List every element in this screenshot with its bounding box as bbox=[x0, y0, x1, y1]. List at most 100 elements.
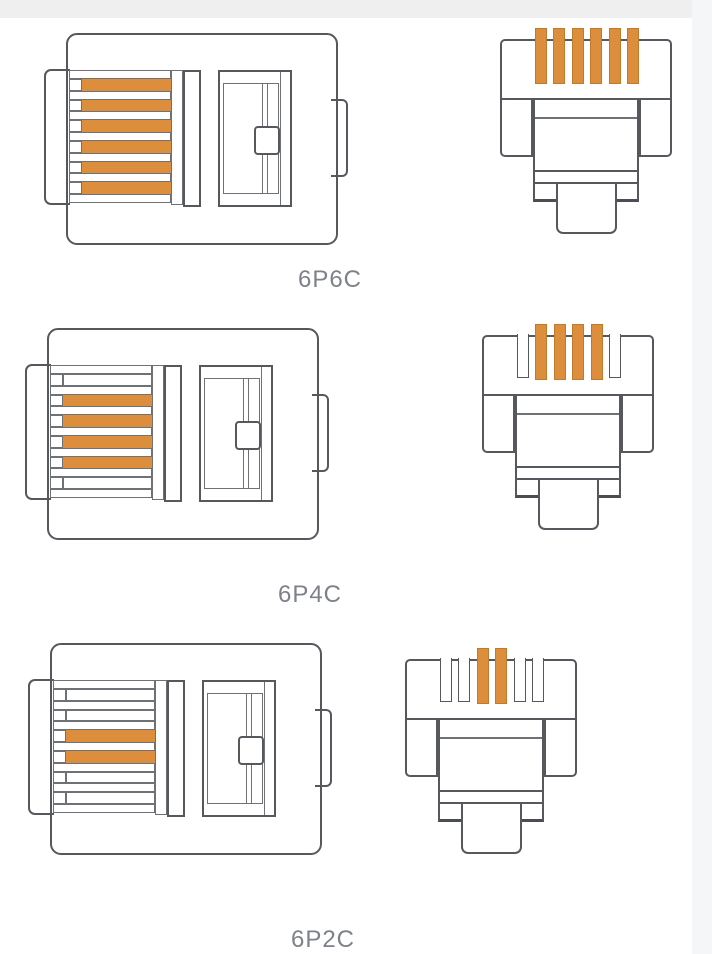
right-gray-strip bbox=[692, 0, 712, 954]
contact-slot-empty bbox=[53, 689, 155, 701]
latch-tab bbox=[238, 736, 264, 765]
empty-contact-bar bbox=[66, 709, 155, 722]
slot-lead-cell bbox=[69, 161, 82, 174]
slot-lead-cell bbox=[53, 771, 66, 784]
comb-divider bbox=[69, 90, 171, 100]
contact-slot-active bbox=[53, 751, 155, 763]
plug-front-view bbox=[405, 648, 577, 857]
contact-bar bbox=[82, 161, 171, 174]
contact-comb bbox=[53, 680, 155, 814]
slot-lead-cell bbox=[53, 792, 66, 805]
contact-bar bbox=[66, 730, 155, 743]
latch-stem bbox=[556, 184, 617, 234]
plug-body-outline bbox=[50, 643, 322, 855]
latch-window bbox=[199, 365, 273, 502]
latch-stem bbox=[461, 804, 522, 854]
mid-step-line bbox=[517, 413, 619, 415]
front-mid-block bbox=[438, 718, 544, 792]
slot-lead-cell bbox=[53, 730, 66, 743]
empty-contact-bar bbox=[66, 792, 155, 805]
contact-bar bbox=[63, 436, 152, 448]
contact-bar bbox=[82, 141, 171, 153]
comb-divider bbox=[50, 406, 152, 416]
contact-pin bbox=[590, 324, 603, 380]
comb-divider bbox=[50, 489, 152, 499]
contact-bar bbox=[82, 182, 171, 195]
contact-pin bbox=[571, 28, 584, 84]
latch-tab bbox=[254, 126, 280, 155]
slot-lead-cell bbox=[50, 436, 63, 448]
contact-slot-empty bbox=[50, 477, 152, 490]
slot-lead-cell bbox=[53, 751, 66, 763]
contact-bar bbox=[82, 99, 171, 112]
contact-slot-empty bbox=[53, 709, 155, 722]
contact-slot-active bbox=[50, 394, 152, 407]
front-mid-block bbox=[533, 98, 639, 172]
plug-face-cap bbox=[44, 69, 70, 205]
latch-right-column bbox=[280, 72, 281, 205]
slot-lead-cell bbox=[50, 415, 63, 428]
contact-bar bbox=[63, 456, 152, 469]
mid-step-line bbox=[440, 737, 542, 739]
contact-bar bbox=[82, 120, 171, 133]
contact-pin bbox=[534, 28, 547, 84]
plug-body-outline bbox=[47, 328, 319, 540]
contact-slot-active bbox=[69, 182, 171, 195]
comb-end-strip bbox=[164, 365, 182, 502]
contact-pin bbox=[495, 648, 507, 704]
front-right-ear bbox=[544, 718, 577, 777]
latch-stem bbox=[538, 480, 599, 530]
comb-divider bbox=[69, 194, 171, 204]
comb-divider bbox=[69, 111, 171, 121]
empty-contact-notch bbox=[458, 658, 470, 702]
plug-face-cap bbox=[25, 364, 51, 500]
comb-divider bbox=[53, 721, 155, 731]
comb-divider bbox=[53, 742, 155, 752]
contact-pin bbox=[608, 28, 621, 84]
comb-divider bbox=[50, 365, 152, 374]
pin-row bbox=[500, 28, 672, 84]
latch-window bbox=[202, 680, 276, 817]
empty-contact-bar bbox=[63, 374, 152, 386]
empty-contact-notch bbox=[516, 334, 529, 378]
slot-lead-cell bbox=[53, 689, 66, 701]
contact-bar bbox=[66, 751, 155, 763]
comb-end-strip bbox=[171, 70, 183, 205]
top-gray-strip bbox=[0, 0, 712, 18]
plug-front-view bbox=[482, 324, 654, 533]
contact-pin bbox=[553, 28, 565, 84]
comb-divider bbox=[50, 447, 152, 457]
slot-lead-cell bbox=[53, 709, 66, 722]
comb-divider bbox=[53, 762, 155, 772]
contact-slot-empty bbox=[53, 792, 155, 805]
contact-slot-empty bbox=[50, 374, 152, 386]
comb-divider bbox=[53, 680, 155, 689]
comb-end-strip bbox=[167, 680, 185, 817]
front-left-ear bbox=[482, 394, 515, 453]
contact-slot-active bbox=[53, 730, 155, 743]
slot-lead-cell bbox=[69, 141, 82, 153]
contact-slot-active bbox=[50, 415, 152, 428]
connector-label: 6P4C bbox=[277, 581, 343, 608]
plug-body-outline bbox=[66, 33, 338, 245]
pin-row bbox=[405, 648, 577, 704]
empty-contact-bar bbox=[66, 771, 155, 784]
slot-lead-cell bbox=[69, 99, 82, 112]
front-head-block bbox=[405, 659, 577, 720]
slot-lead-cell bbox=[50, 394, 63, 407]
contact-pin bbox=[535, 324, 547, 380]
slot-lead-cell bbox=[50, 456, 63, 469]
empty-contact-bar bbox=[66, 689, 155, 701]
contact-bar bbox=[82, 79, 171, 91]
contact-slot-active bbox=[69, 120, 171, 133]
front-right-ear bbox=[639, 98, 672, 157]
comb-divider bbox=[50, 427, 152, 437]
contact-slot-active bbox=[50, 436, 152, 448]
comb-end-strip bbox=[152, 365, 164, 500]
contact-slot-active bbox=[69, 161, 171, 174]
comb-divider bbox=[69, 132, 171, 142]
latch-right-column bbox=[261, 367, 262, 500]
pin-row bbox=[482, 324, 654, 380]
front-band bbox=[533, 172, 639, 184]
plug-side-view bbox=[25, 328, 329, 540]
